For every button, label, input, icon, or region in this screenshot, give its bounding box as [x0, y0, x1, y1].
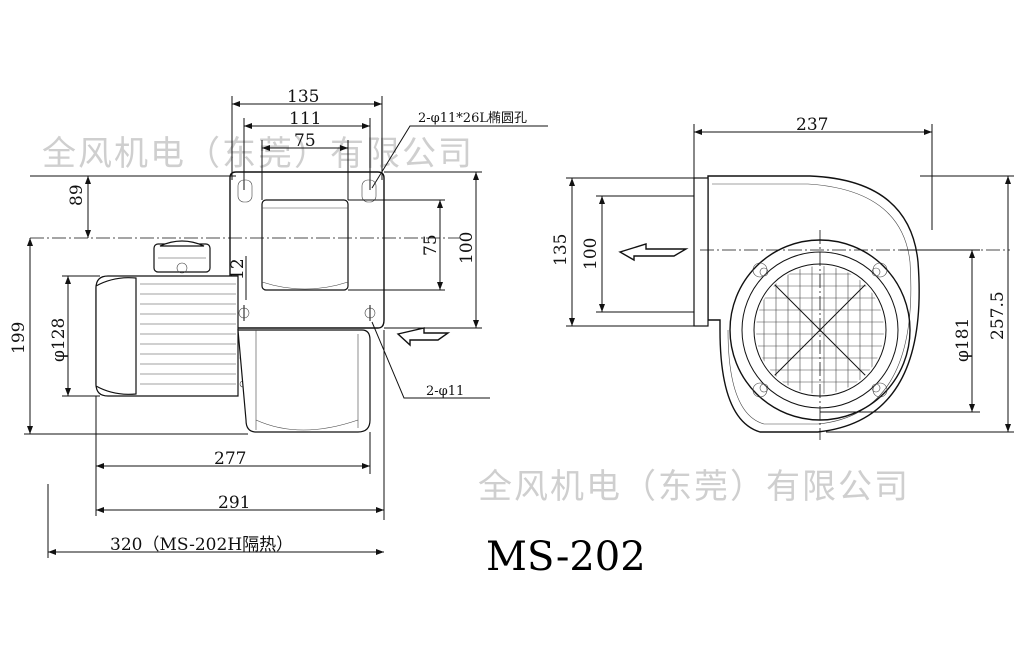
dim-89: 89 [67, 184, 87, 206]
model-title: MS-202 [486, 534, 646, 580]
dim-75-top: 75 [294, 131, 316, 151]
dim-phi128: φ128 [49, 318, 69, 362]
motor-fins [140, 283, 236, 385]
front-view: 135 111 75 2-φ11*26L椭圆孔 75 [9, 87, 548, 558]
dim-100-front: 100 [457, 232, 477, 264]
dim-75-side: 75 [421, 234, 441, 256]
note-slot-holes: 2-φ11*26L椭圆孔 [418, 110, 527, 126]
dim-111: 111 [289, 109, 321, 129]
dim-277: 277 [214, 449, 246, 469]
note-holes: 2-φ11 [426, 384, 464, 399]
dim-237: 237 [796, 115, 828, 135]
side-view: 237 135 100 [551, 115, 1014, 440]
dim-100-side: 100 [581, 238, 601, 270]
dim-135-side: 135 [551, 234, 571, 266]
dim-12: 12 [228, 258, 248, 280]
dim-320: 320（MS-202H隔热） [110, 535, 293, 555]
watermark-bottom: 全风机电（东莞）有限公司 [478, 467, 910, 507]
dim-135-top: 135 [287, 87, 319, 107]
dim-291: 291 [218, 493, 250, 513]
dim-phi181: φ181 [953, 318, 973, 362]
watermark-top: 全风机电（东莞）有限公司 [42, 134, 474, 174]
dim-199: 199 [9, 322, 29, 354]
dim-257-5: 257.5 [988, 291, 1008, 340]
